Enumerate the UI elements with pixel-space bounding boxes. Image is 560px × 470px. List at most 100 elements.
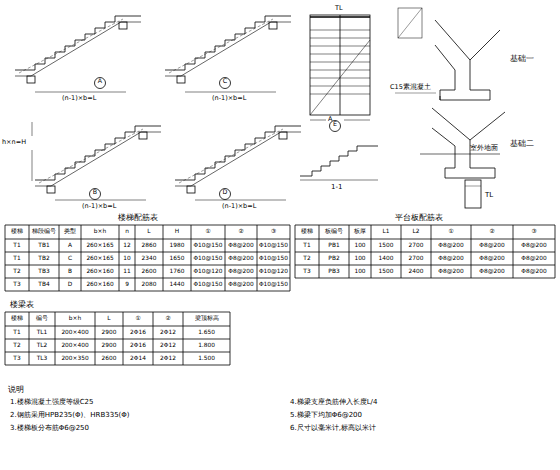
table-rule	[183, 312, 184, 365]
table-rule	[5, 312, 6, 365]
table-header: b×h	[55, 316, 95, 322]
table-header: ①	[431, 229, 471, 235]
table-rule	[513, 225, 514, 278]
table-rule	[295, 225, 296, 278]
table-rule	[295, 225, 555, 226]
beam-section	[47, 186, 55, 193]
table-cell: T1	[5, 256, 29, 262]
table-cell: 1.650	[183, 330, 230, 336]
table-rule	[5, 352, 230, 353]
table-cell: 100	[349, 243, 371, 249]
table-header: 编号	[29, 316, 55, 322]
table-rule	[5, 339, 230, 340]
stair-slab	[165, 22, 291, 76]
callout-letter: A	[95, 78, 105, 84]
table-rule	[135, 225, 136, 291]
stair-steps	[165, 16, 291, 70]
beam-section	[139, 132, 147, 139]
table-grids	[5, 225, 555, 365]
table-cell: 1760	[163, 269, 191, 275]
table-header: ①	[123, 316, 153, 322]
table-header: ②	[153, 316, 183, 322]
table-rule	[555, 225, 556, 278]
table-header: 类型	[59, 229, 81, 235]
table-rule	[371, 225, 372, 278]
table-cell: Φ8@200	[225, 282, 257, 288]
table-cell: Φ8@200	[431, 269, 471, 275]
note: 6.尺寸以毫米计,标高以米计	[290, 425, 376, 432]
beam-section	[27, 76, 35, 83]
plan-step	[310, 94, 370, 95]
plan-step	[310, 62, 370, 63]
table-rule	[5, 278, 290, 279]
detail-title: 基础一	[510, 55, 534, 63]
table-cell: 100	[349, 256, 371, 262]
table-cell: Φ8@200	[471, 243, 513, 249]
table-rule	[431, 225, 432, 278]
callout-letter: C	[220, 78, 230, 84]
table-rule	[5, 239, 290, 240]
beam-section	[279, 132, 287, 139]
table-rule	[5, 365, 230, 366]
table-rule	[123, 312, 124, 365]
table-rule	[29, 225, 30, 291]
rebar-line	[39, 129, 143, 183]
table-cell: 2860	[135, 243, 163, 249]
table-cell: 9	[119, 282, 135, 288]
table-rule	[257, 225, 258, 291]
table-cell: Φ10@150	[257, 256, 290, 262]
table-cell: T2	[295, 256, 319, 262]
note: 4.梯梁支座负筋伸入长度L/4	[290, 399, 377, 406]
callout-letter: D	[220, 189, 230, 195]
plan-step	[310, 38, 370, 39]
table-rule	[295, 278, 555, 279]
table-header: ①	[191, 229, 225, 235]
table-rule	[295, 252, 555, 253]
table-cell: 260×165	[81, 256, 119, 262]
table-header: 楼梯	[5, 229, 29, 235]
table-cell: Φ8@200	[225, 269, 257, 275]
table-cell: 200×350	[55, 356, 95, 362]
table-cell: 1400	[371, 256, 401, 262]
table-rule	[95, 312, 96, 365]
table-cell: 2400	[401, 269, 431, 275]
table-rule	[471, 225, 472, 278]
table-header: ②	[225, 229, 257, 235]
table-header: ③	[513, 229, 555, 235]
beam-section	[119, 22, 127, 29]
table-cell: 200×400	[55, 330, 95, 336]
table-cell: 2Φ16	[123, 343, 153, 349]
table-cell: Φ8@200	[431, 256, 471, 262]
table-cell: 2Φ14	[123, 356, 153, 362]
note: 3.楼梯板分布筋Φ6@250	[10, 425, 89, 432]
table-cell: 2600	[95, 356, 123, 362]
table-rule	[59, 225, 60, 291]
table-cell: 12	[119, 243, 135, 249]
table-cell: TL3	[29, 356, 55, 362]
table-rule	[153, 312, 154, 365]
table-header: 楼梯	[295, 229, 319, 235]
table-rule	[295, 239, 555, 240]
table-cell: 100	[349, 269, 371, 275]
plan-step	[310, 46, 370, 47]
table-rule	[5, 312, 230, 313]
table-cell: 260×160	[81, 282, 119, 288]
table-cell: Φ10@120	[257, 269, 290, 275]
table-cell: Φ10@150	[257, 243, 290, 249]
table-cell: Φ10@150	[191, 256, 225, 262]
table-header: L	[95, 316, 123, 322]
foundation-details	[395, 8, 505, 208]
table-header: L1	[371, 229, 401, 235]
table-cell: 2Φ12	[153, 343, 183, 349]
table-header: 梁顶标高	[183, 316, 230, 322]
table-cell: 2340	[135, 256, 163, 262]
table-header: b×h	[81, 229, 119, 235]
table-cell: T3	[5, 356, 29, 362]
callout-letter: B	[90, 189, 100, 195]
table-cell: Φ8@200	[431, 243, 471, 249]
table-cell: 2900	[95, 343, 123, 349]
stair-slab	[35, 132, 161, 186]
table-rule	[225, 225, 226, 291]
stair-plan	[310, 15, 370, 120]
dimension: (n-1)×b=L	[222, 203, 256, 210]
